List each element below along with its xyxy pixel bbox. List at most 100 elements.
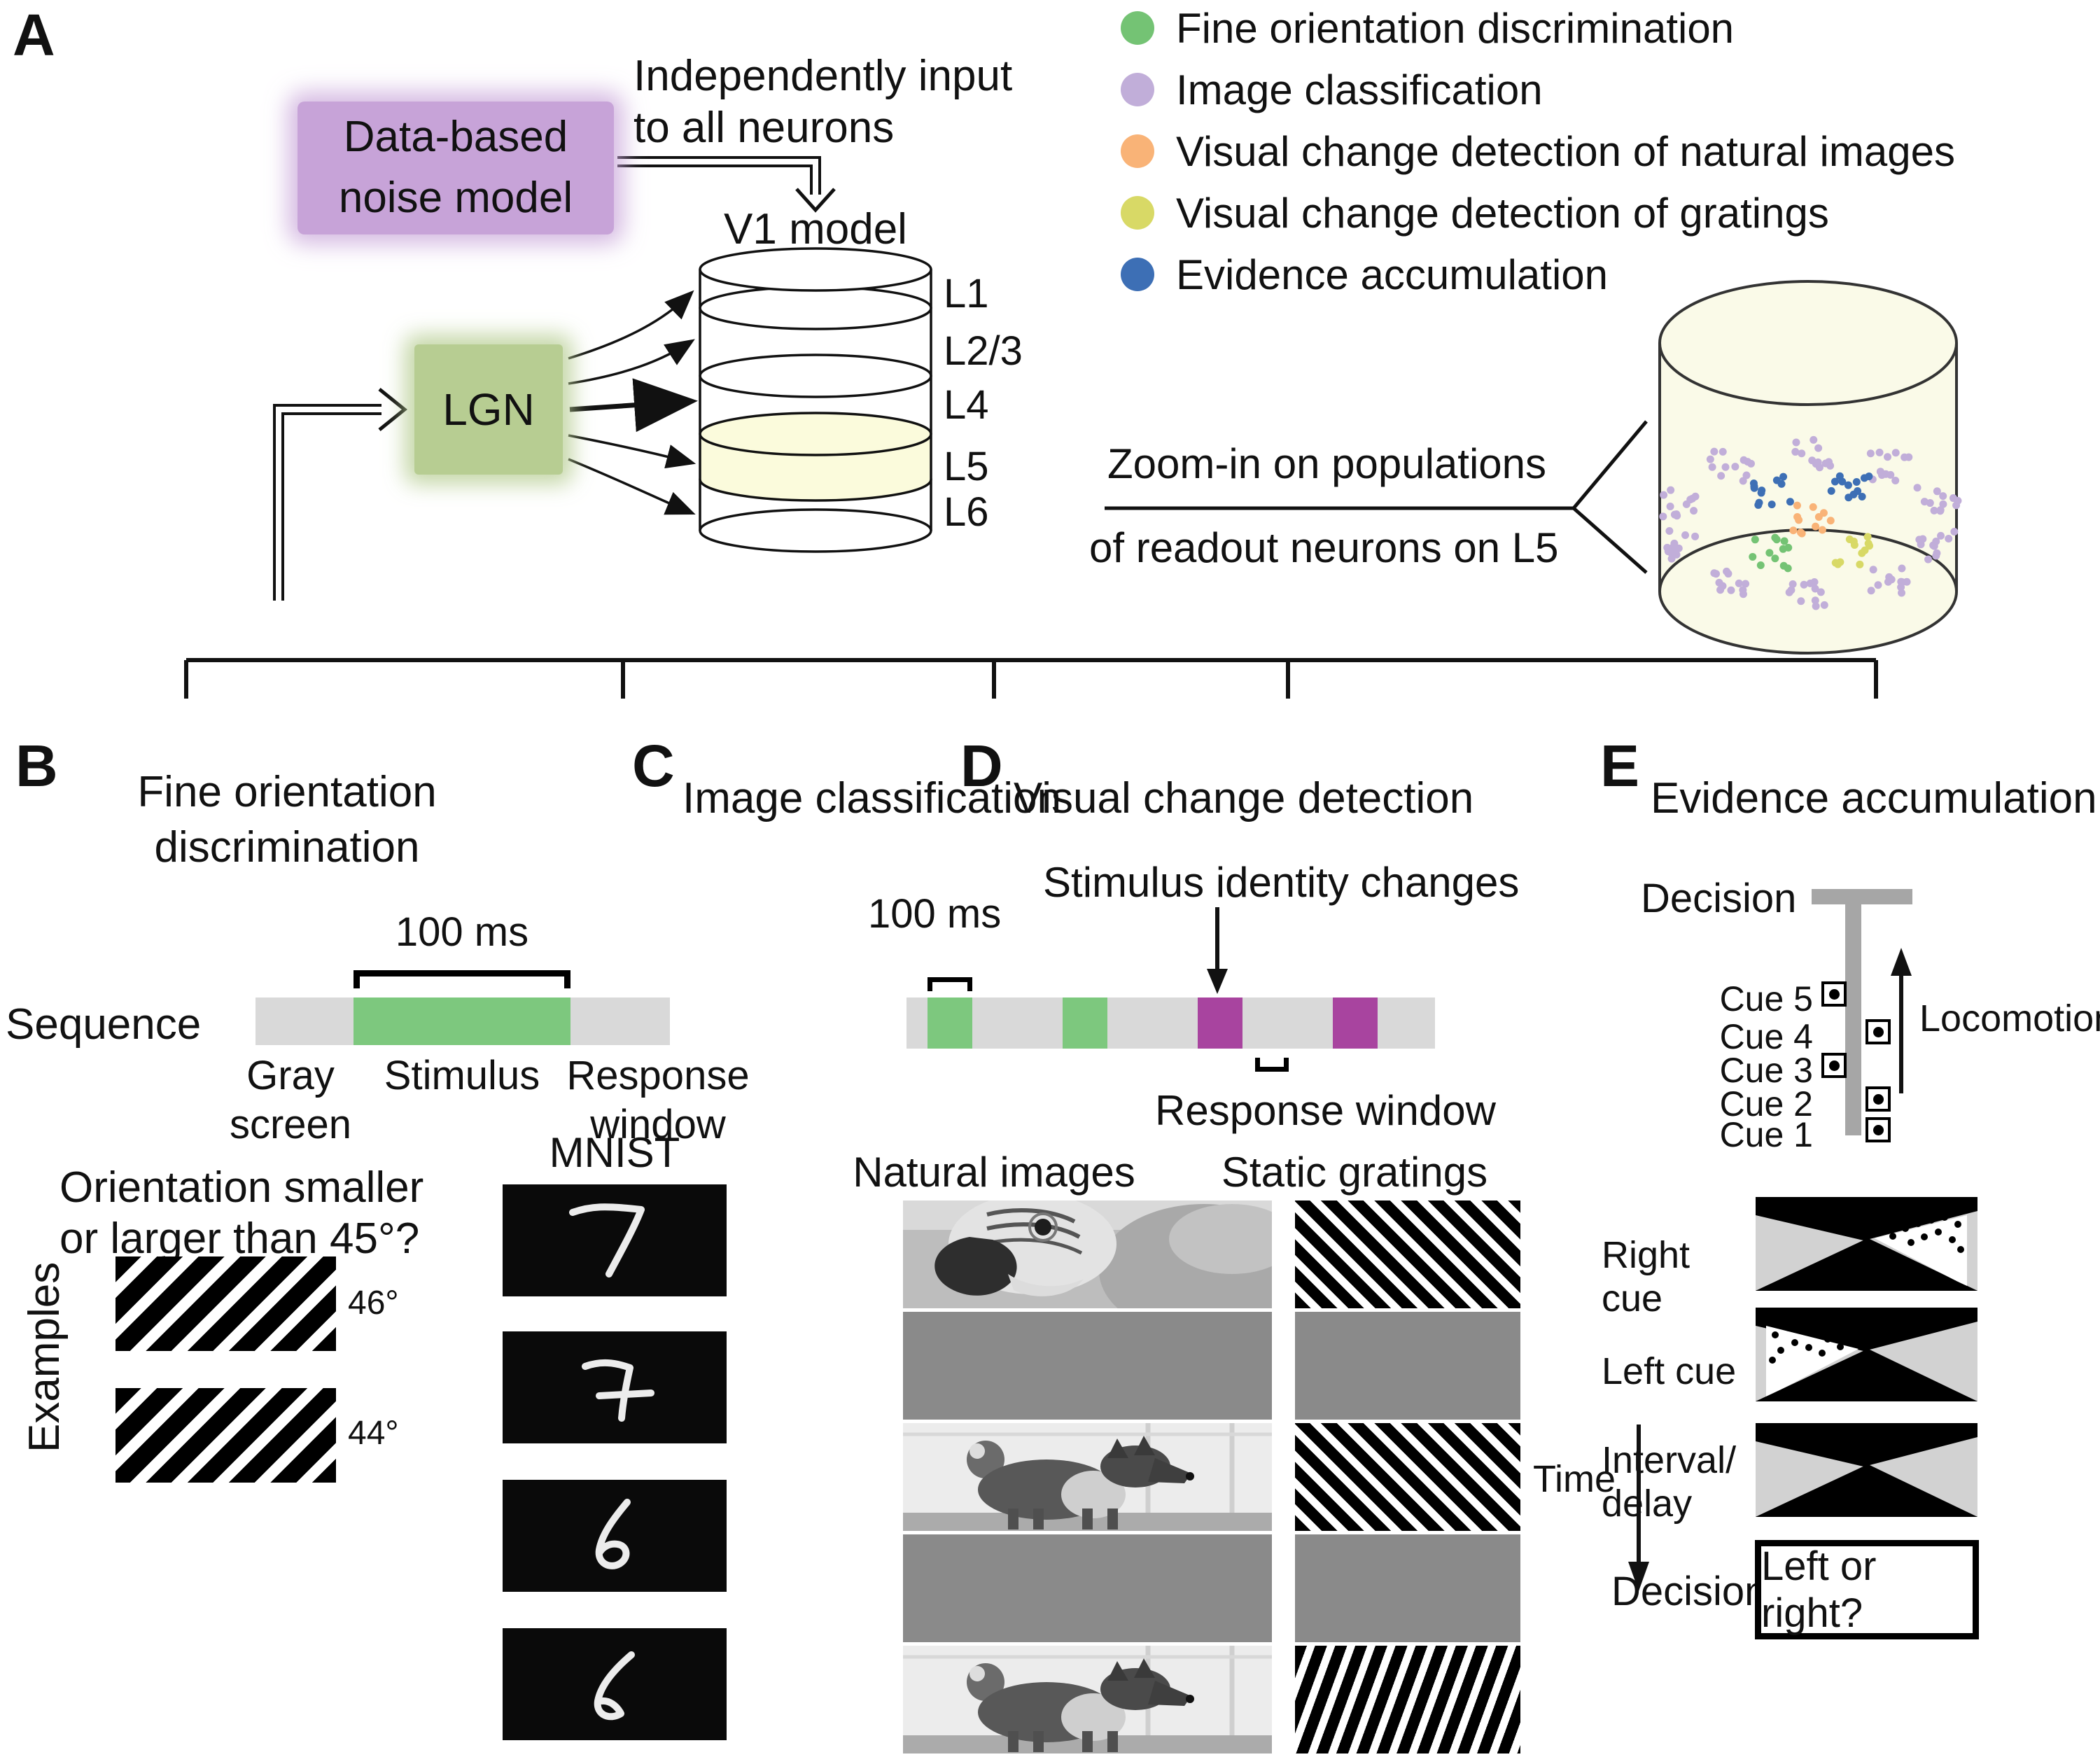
noise-to-v1-arrow — [617, 156, 836, 213]
panel-d-letter: D — [960, 733, 1003, 799]
cue-label-cue-3: Cue 3 — [1719, 1051, 1813, 1090]
cue-square-right — [1865, 1117, 1891, 1142]
panel-e-letter: E — [1600, 733, 1640, 799]
cue-square-right — [1865, 1086, 1891, 1112]
legend-item: Evidence accumulation — [0, 251, 1608, 298]
cue-dot-icon — [1872, 1124, 1884, 1135]
zoom-note-line1: Zoom-in on populations — [1107, 440, 1547, 487]
panel-a-graphics — [184, 156, 1962, 699]
response-line1: Response — [566, 1053, 750, 1098]
v1-model-title: V1 model — [724, 205, 907, 253]
mnist-digit-7 — [503, 1331, 727, 1443]
tmaze-stem — [1845, 889, 1861, 1135]
cue-dot-icon — [1828, 1060, 1840, 1071]
response-window-label-b: Response window — [553, 1051, 763, 1149]
orientation-question: Orientation smaller or larger than 45°? — [59, 1162, 424, 1264]
panel-e-title: Evidence accumulation — [1651, 774, 2097, 822]
dog-photo — [903, 1646, 1272, 1754]
panel-b-title: Fine orientation discrimination — [63, 764, 511, 876]
decision-top-label: Decision — [1641, 876, 1797, 921]
examples-label: Examples — [20, 1261, 69, 1452]
decision-bottom-label: Decision — [1611, 1569, 1768, 1614]
mnist-digit-stroke — [595, 1499, 631, 1569]
grating-row-grating-1 — [1295, 1200, 1520, 1308]
cue-square-left — [1821, 981, 1847, 1007]
response-line2: window — [590, 1101, 726, 1147]
gray-screen-label: Gray screen — [217, 1051, 364, 1149]
corridor-label: Right cue — [1602, 1233, 1742, 1320]
legend-dot-icon — [1121, 11, 1154, 45]
sequence-bar-b-stimulus — [354, 997, 570, 1045]
scale-bar-b-tick-left — [354, 970, 360, 988]
mnist-digit-7 — [503, 1184, 727, 1296]
time-label: Time — [1533, 1458, 1616, 1500]
legend-dot-icon — [1121, 196, 1154, 230]
natural-row-blank — [903, 1312, 1272, 1420]
locomotion-arrow-icon — [1891, 948, 1912, 1093]
corridor-label: Interval/delay — [1602, 1438, 1742, 1525]
scale-bar-d-tick-right — [967, 977, 972, 991]
sequence-label: Sequence — [6, 1000, 202, 1049]
v1-cylinder — [699, 247, 932, 553]
tmaze-crossbar — [1812, 889, 1912, 904]
panel-b-title-line2: discrimination — [154, 823, 420, 872]
legend-item: Visual change detection of gratings — [0, 190, 1829, 237]
legend-item: Fine orientation discrimination — [0, 5, 1734, 52]
scale-bar-d-tick-left — [927, 977, 932, 991]
zoom-leader-fork — [1105, 420, 1648, 574]
decision-box: Left or right? — [1755, 1540, 1979, 1639]
natural-row-dog — [903, 1646, 1272, 1754]
corridor-label-line: Left cue — [1602, 1350, 1737, 1392]
scale-100ms-label-d: 100 ms — [868, 891, 1002, 937]
panel-b-letter: B — [15, 733, 58, 799]
natural-row-blank — [903, 1534, 1272, 1642]
sequence-block-green — [1063, 997, 1107, 1049]
cue-label-cue-1: Cue 1 — [1719, 1115, 1813, 1154]
corridor-left — [1756, 1308, 1977, 1401]
mnist-label: MNIST — [549, 1129, 680, 1176]
grating-example-46 — [115, 1256, 336, 1351]
corridor-label-line: Interval/ — [1602, 1439, 1737, 1481]
grating-row-grating-1 — [1295, 1423, 1520, 1531]
cue-label-cue-4: Cue 4 — [1719, 1017, 1813, 1056]
mnist-digit-6 — [503, 1628, 727, 1740]
corridor-none — [1756, 1423, 1977, 1517]
change-arrow-icon — [1207, 907, 1228, 994]
legend-item-label: Visual change detection of natural image… — [1176, 127, 1955, 175]
corridor-label-line: delay — [1602, 1483, 1693, 1525]
cue-label-cue-5: Cue 5 — [1719, 979, 1813, 1018]
response-bracket-d — [1255, 1067, 1289, 1072]
grating-row-grating-2 — [1295, 1646, 1520, 1754]
scale-bar-d — [927, 977, 972, 982]
grating-row-blank — [1295, 1312, 1520, 1420]
stimulus-label: Stimulus — [384, 1053, 540, 1098]
scale-bar-b — [354, 970, 570, 976]
mnist-digit-6 — [503, 1480, 727, 1592]
corridor-label-line: Right cue — [1602, 1234, 1690, 1320]
zoom-note-line2: of readout neurons on L5 — [1089, 524, 1559, 571]
independent-input-note: Independently input to all neurons — [634, 50, 1012, 155]
sequence-block-green — [927, 997, 972, 1049]
mnist-digit-stroke — [569, 1203, 645, 1278]
grating-46-label: 46° — [348, 1284, 399, 1322]
scale-bar-b-tick-right — [564, 970, 570, 988]
grating-44-label: 44° — [348, 1415, 399, 1452]
noise-model-box: Data-based noise model — [298, 102, 614, 234]
natural-row-parrot — [903, 1200, 1272, 1308]
grating-row-blank — [1295, 1534, 1520, 1642]
cue-label-cue-2: Cue 2 — [1719, 1084, 1813, 1124]
legend-item-label: Evidence accumulation — [1176, 251, 1609, 298]
corridor-label: Left cue — [1602, 1350, 1742, 1393]
corridor-view-none — [1756, 1423, 1977, 1517]
natural-row-dog — [903, 1423, 1272, 1531]
layer-label-l4: L4 — [944, 382, 989, 428]
legend-dot-icon — [1121, 258, 1154, 291]
panel-b-title-line1: Fine orientation — [137, 768, 437, 816]
cue-square-left — [1821, 1053, 1847, 1078]
lgn-box: LGN — [414, 344, 563, 475]
time-arrow-icon — [1628, 1424, 1649, 1591]
corridor-right — [1756, 1197, 1977, 1291]
panel-d-title: Visual change detection — [1014, 774, 1474, 822]
sequence-block-purple — [1333, 997, 1378, 1049]
